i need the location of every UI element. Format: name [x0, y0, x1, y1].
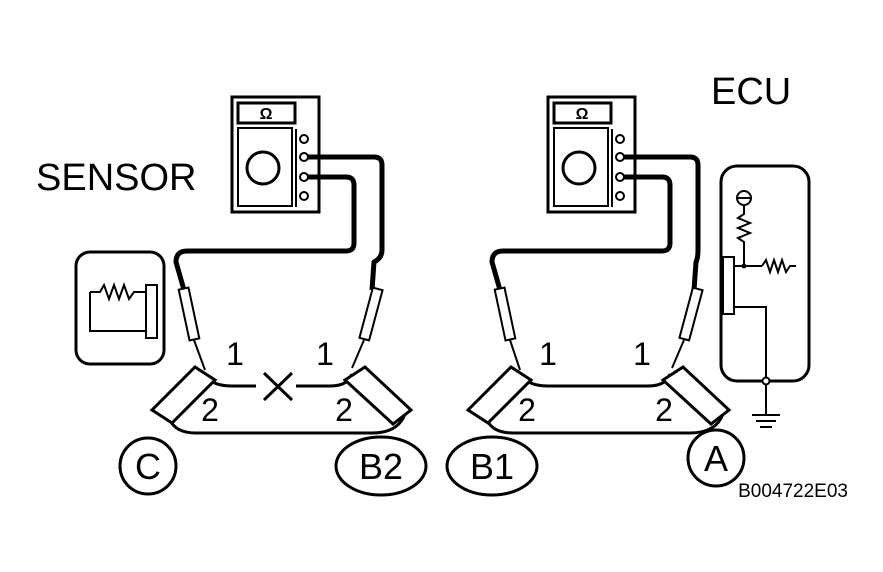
left-test-leads: [173, 154, 385, 291]
sensor-label: SENSOR: [36, 157, 196, 199]
right-ohm-symbol: Ω: [576, 106, 589, 123]
connector-c-label: C: [118, 436, 178, 496]
open-circuit-x-mark: [262, 371, 294, 402]
right-ohmmeter: [546, 95, 637, 214]
right-pin-1-a: 1: [633, 336, 651, 372]
ecu-label: ECU: [711, 71, 791, 113]
left-ohm-symbol: Ω: [260, 106, 273, 123]
left-ohmmeter: [230, 95, 321, 214]
left-pin-2-b2: 2: [335, 392, 353, 428]
right-pin-2-b1: 2: [518, 392, 536, 428]
connector-a-label: A: [686, 428, 746, 488]
connector-b1-label: B1: [445, 435, 539, 497]
left-pin-2-c: 2: [201, 392, 219, 428]
right-probe-a: [671, 286, 704, 369]
sensor-schematic: [74, 250, 166, 366]
right-pin-1-b1: 1: [539, 336, 557, 372]
left-pin-1-c: 1: [226, 336, 244, 372]
svg-text:A: A: [704, 438, 728, 479]
svg-text:B2: B2: [359, 446, 403, 487]
svg-text:B1: B1: [470, 446, 514, 487]
right-connector-b1: [465, 365, 534, 425]
right-pin-2-a: 2: [655, 392, 673, 428]
right-test-leads: [489, 154, 701, 291]
figure-code: B004722E03: [738, 481, 848, 502]
left-pin-1-b2: 1: [316, 336, 334, 372]
connector-b2-label: B2: [334, 435, 428, 497]
left-connector-c: [149, 365, 218, 425]
ecu-schematic: [719, 164, 811, 428]
left-probe-b2: [351, 286, 384, 369]
svg-text:C: C: [135, 446, 161, 487]
right-probe-b1: [493, 286, 521, 371]
left-connector-b2: [342, 365, 414, 426]
left-probe-c: [177, 286, 206, 371]
right-connector-a: [660, 365, 732, 426]
